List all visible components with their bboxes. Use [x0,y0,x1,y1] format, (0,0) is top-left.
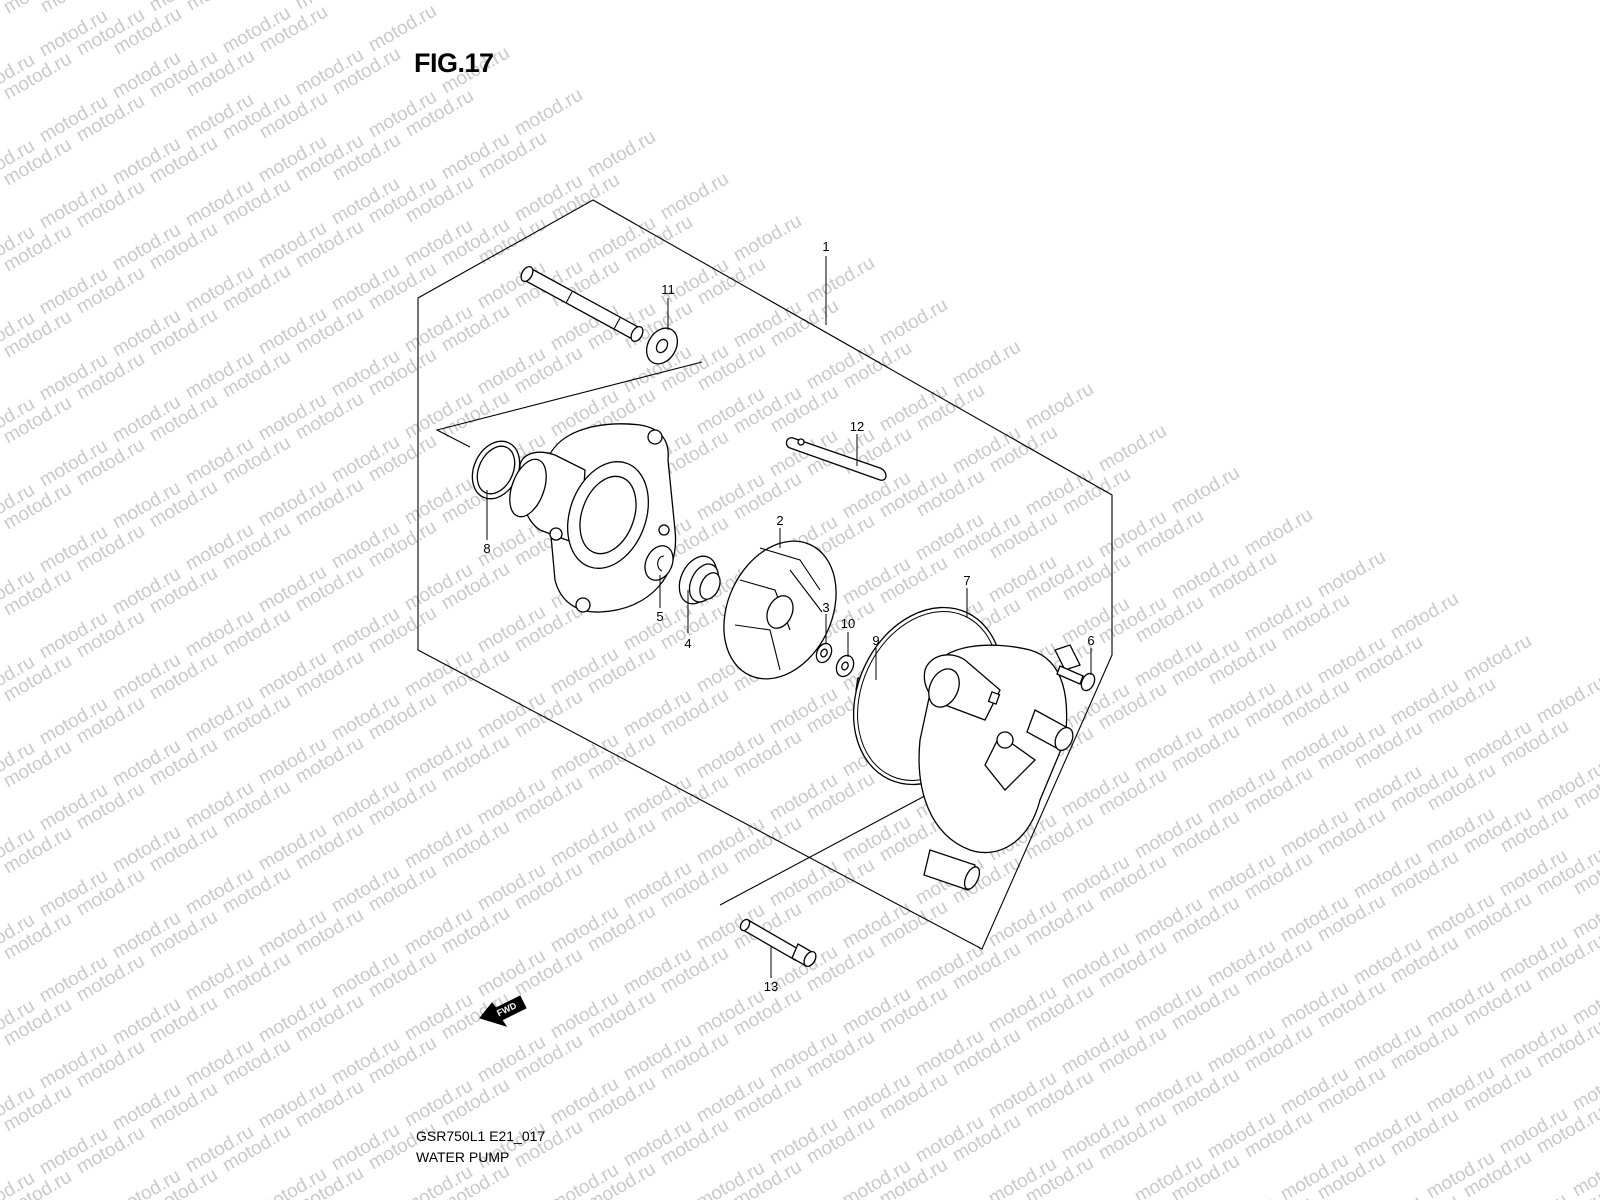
washer-10 [835,654,855,678]
pump-body [509,423,677,613]
callout-11: 11 [661,282,675,297]
callout-2: 2 [776,513,783,528]
bolt-13 [739,918,817,968]
mechanical-seal-4 [678,555,721,605]
callout-10: 10 [841,616,855,631]
clip-12 [785,437,887,481]
callout-8: 8 [483,541,490,556]
fwd-direction-arrow: FWD [479,995,527,1027]
callout-leaders [486,256,1092,978]
section-name: WATER PUMP [416,1149,510,1165]
callout-12: 12 [850,419,864,434]
washer-3 [815,642,833,664]
impeller-2 [723,540,837,680]
callout-7: 7 [963,573,970,588]
assembly-boundary-wedge [435,361,703,448]
bolt-6 [1056,665,1096,692]
callout-6: 6 [1087,633,1094,648]
o-ring-8 [471,440,521,500]
callout-3: 3 [822,600,829,615]
washer-11 [645,327,679,365]
callout-9: 9 [872,633,879,648]
pump-shaft [520,265,644,343]
seal-5 [644,545,674,581]
callout-4: 4 [684,636,691,651]
callout-labels: 1 2 3 4 5 6 7 8 9 10 11 12 13 [483,239,1094,994]
callout-1: 1 [822,239,829,254]
figure-title: FIG.17 [414,48,494,78]
callout-5: 5 [656,609,663,624]
model-code: GSR750L1 E21_017 [416,1128,546,1144]
assembly-boundary [417,199,1113,950]
pump-cover [918,644,1081,891]
callout-13: 13 [764,979,778,994]
